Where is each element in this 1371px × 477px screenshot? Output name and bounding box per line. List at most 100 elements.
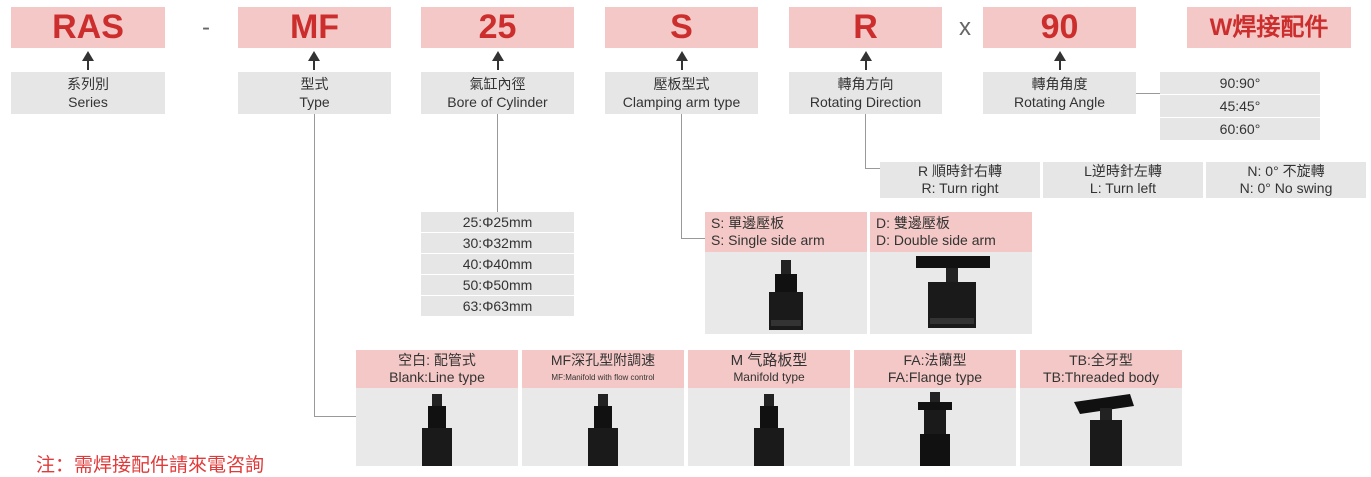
up-arrow-icon — [82, 51, 94, 61]
arrow-stem — [1059, 60, 1061, 70]
cylinder-threaded-body-icon — [1074, 394, 1134, 466]
label-direction: 轉角方向 Rotating Direction — [789, 72, 942, 114]
direction-en: L: Turn left — [1089, 180, 1157, 196]
label-arm-zh: 壓板型式 — [653, 76, 710, 92]
code-bore: 25 — [421, 7, 574, 48]
angle-option: 90:90° — [1160, 72, 1320, 95]
connector-line — [1136, 93, 1160, 94]
label-arm: 壓板型式 Clamping arm type — [605, 72, 758, 114]
type-mf-image — [522, 388, 684, 466]
code-series: RAS — [11, 7, 165, 48]
label-arm-en: Clamping arm type — [622, 94, 741, 110]
x-separator: x — [959, 14, 971, 41]
angle-option: 45:45° — [1160, 95, 1320, 118]
connector-line — [314, 416, 356, 417]
connector-line — [681, 238, 705, 239]
type-option-m-header: M 气路板型 Manifold type — [688, 350, 850, 388]
code-direction: R — [789, 7, 942, 48]
type-en: TB:Threaded body — [1043, 369, 1159, 385]
bore-option: 30:Φ32mm — [421, 233, 574, 254]
bore-option: 50:Φ50mm — [421, 275, 574, 296]
arm-en: D: Double side arm — [876, 232, 996, 248]
direction-option-none: N: 0° 不旋轉 N: 0° No swing — [1206, 162, 1366, 199]
type-zh: M 气路板型 — [730, 352, 808, 369]
direction-option-right: R 順時針右轉 R: Turn right — [880, 162, 1040, 199]
direction-en: R: Turn right — [921, 180, 999, 196]
arm-single-image — [705, 252, 867, 334]
dash-separator: - — [202, 14, 210, 41]
label-angle-en: Rotating Angle — [1013, 94, 1106, 110]
bore-option: 63:Φ63mm — [421, 296, 574, 317]
bore-option: 40:Φ40mm — [421, 254, 574, 275]
connector-line — [681, 114, 682, 238]
type-en: Blank:Line type — [389, 369, 485, 385]
label-direction-en: Rotating Direction — [809, 94, 922, 110]
label-bore: 氣缸內徑 Bore of Cylinder — [421, 72, 574, 114]
code-welding: W焊接配件 — [1187, 7, 1351, 48]
label-series-zh: 系列別 — [67, 76, 109, 92]
type-m-image — [688, 388, 850, 466]
direction-option-left: L逆時針左轉 L: Turn left — [1043, 162, 1203, 199]
up-arrow-icon — [1054, 51, 1066, 61]
direction-zh: N: 0° 不旋轉 — [1247, 163, 1325, 179]
label-series-en: Series — [68, 94, 108, 110]
arrow-stem — [313, 60, 315, 70]
type-en: MF:Manifold with flow control — [551, 373, 655, 382]
angle-option: 60:60° — [1160, 118, 1320, 141]
label-type-en: Type — [299, 94, 330, 110]
arm-option-double-header: D: 雙邊壓板 D: Double side arm — [870, 212, 1032, 252]
connector-line — [865, 168, 880, 169]
cylinder-double-arm-icon — [916, 256, 990, 328]
type-zh: MF深孔型附調速 — [550, 352, 656, 368]
direction-en: N: 0° No swing — [1239, 180, 1333, 196]
type-en: FA:Flange type — [887, 369, 983, 385]
direction-zh: R 順時針右轉 — [918, 163, 1002, 179]
connector-line — [497, 114, 498, 212]
type-option-blank-header: 空白: 配管式 Blank:Line type — [356, 350, 518, 388]
type-tb-image — [1020, 388, 1182, 466]
arrow-stem — [865, 60, 867, 70]
arm-zh: D: 雙邊壓板 — [876, 215, 950, 231]
cylinder-manifold-flow-icon — [588, 394, 618, 466]
label-bore-en: Bore of Cylinder — [447, 94, 548, 110]
connector-line — [314, 114, 315, 416]
label-direction-zh: 轉角方向 — [837, 76, 894, 92]
arrow-stem — [87, 60, 89, 70]
arm-en: S: Single side arm — [711, 232, 825, 248]
type-zh: 空白: 配管式 — [398, 352, 476, 368]
label-angle-zh: 轉角角度 — [1031, 76, 1088, 92]
arm-option-single-header: S: 單邊壓板 S: Single side arm — [705, 212, 867, 252]
type-fa-image — [854, 388, 1016, 466]
type-zh: TB:全牙型 — [1069, 352, 1133, 368]
up-arrow-icon — [860, 51, 872, 61]
cylinder-manifold-icon — [754, 394, 784, 466]
bore-option: 25:Φ25mm — [421, 212, 574, 233]
code-angle: 90 — [983, 7, 1136, 48]
type-option-fa-header: FA:法蘭型 FA:Flange type — [854, 350, 1016, 388]
up-arrow-icon — [308, 51, 320, 61]
arrow-stem — [681, 60, 683, 70]
cylinder-line-type-icon — [422, 394, 452, 466]
label-bore-zh: 氣缸內徑 — [469, 76, 526, 92]
welding-note: 注：需焊接配件請來電咨詢 — [36, 454, 265, 476]
cylinder-single-arm-icon — [769, 260, 803, 330]
arm-double-image — [870, 252, 1032, 334]
type-en: Manifold type — [733, 370, 805, 384]
code-arm: S — [605, 7, 758, 48]
type-blank-image — [356, 388, 518, 466]
type-zh: FA:法蘭型 — [903, 352, 967, 368]
label-angle: 轉角角度 Rotating Angle — [983, 72, 1136, 114]
label-series: 系列別 Series — [11, 72, 165, 114]
arrow-stem — [497, 60, 499, 70]
up-arrow-icon — [492, 51, 504, 61]
up-arrow-icon — [676, 51, 688, 61]
code-type: MF — [238, 7, 391, 48]
direction-zh: L逆時針左轉 — [1084, 163, 1162, 179]
arm-zh: S: 單邊壓板 — [711, 215, 785, 231]
type-option-mf-header: MF深孔型附調速 MF:Manifold with flow control — [522, 350, 684, 388]
label-type: 型式 Type — [238, 72, 391, 114]
connector-line — [865, 114, 866, 168]
label-type-zh: 型式 — [300, 76, 329, 92]
type-option-tb-header: TB:全牙型 TB:Threaded body — [1020, 350, 1182, 388]
cylinder-flange-icon — [918, 392, 952, 466]
